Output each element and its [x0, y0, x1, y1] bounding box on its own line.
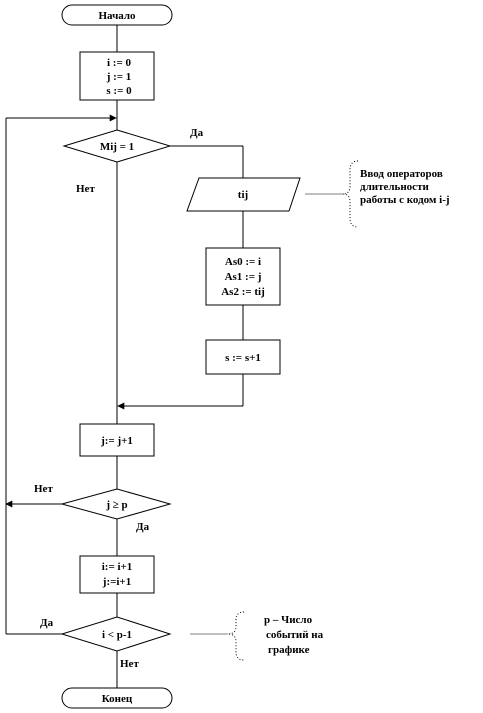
input-note-line-2: длительности — [360, 181, 429, 193]
input-annotation: Ввод операторов длительности работы с ко… — [342, 160, 450, 228]
init-process: i := 0 j := 1 s := 0 — [79, 51, 155, 101]
input-note-line-3: работы с кодом i-j — [360, 194, 450, 206]
init-line-2: j := 1 — [106, 71, 132, 83]
decision-mij: Mij = 1 — [62, 129, 172, 163]
connectors — [5, 25, 343, 688]
p-annotation: p – Число событий на графике — [227, 611, 324, 661]
end-label: Конец — [102, 693, 133, 705]
assign-a-line-2: As1 := j — [225, 271, 262, 283]
decision-mij-label: Mij = 1 — [100, 141, 134, 153]
assign-a-line-1: As0 := i — [225, 256, 261, 268]
assign-a-line-3: As2 := tij — [221, 286, 265, 298]
assign-a-process: As0 := i As1 := j As2 := tij — [205, 247, 281, 306]
decision-i-yes: Да — [40, 617, 54, 629]
p-note-line-1: p – Число — [264, 614, 313, 626]
start-terminator: Начало — [61, 4, 173, 26]
decision-j: j ≥ p — [60, 488, 172, 520]
inc-i-line-2: j:=i+1 — [102, 576, 131, 588]
start-label: Начало — [98, 10, 136, 22]
inc-i-process: i:= i+1 j:=i+1 — [79, 555, 155, 594]
input-note-line-1: Ввод операторов — [360, 168, 443, 180]
inc-j-process: j:= j+1 — [79, 423, 155, 457]
assign-s-process: s := s+1 — [205, 339, 281, 375]
decision-j-yes: Да — [136, 521, 150, 533]
end-terminator: Конец — [61, 687, 173, 709]
decision-i-label: i < p-1 — [102, 629, 132, 641]
decision-i: i < p-1 — [60, 616, 172, 652]
input-tij-label: tij — [238, 189, 248, 201]
init-line-1: i := 0 — [107, 57, 131, 69]
decision-i-no: Нет — [120, 658, 139, 670]
input-tij: tij — [186, 177, 301, 212]
p-note-line-2: событий на — [266, 629, 324, 641]
decision-mij-yes: Да — [190, 127, 204, 139]
decision-j-no: Нет — [34, 483, 53, 495]
inc-j-label: j:= j+1 — [100, 435, 133, 447]
decision-j-label: j ≥ p — [105, 499, 127, 511]
p-note-line-3: графике — [268, 644, 310, 656]
init-line-3: s := 0 — [106, 85, 132, 97]
inc-i-line-1: i:= i+1 — [102, 561, 133, 573]
assign-s-label: s := s+1 — [225, 352, 261, 364]
decision-mij-no: Нет — [76, 183, 95, 195]
